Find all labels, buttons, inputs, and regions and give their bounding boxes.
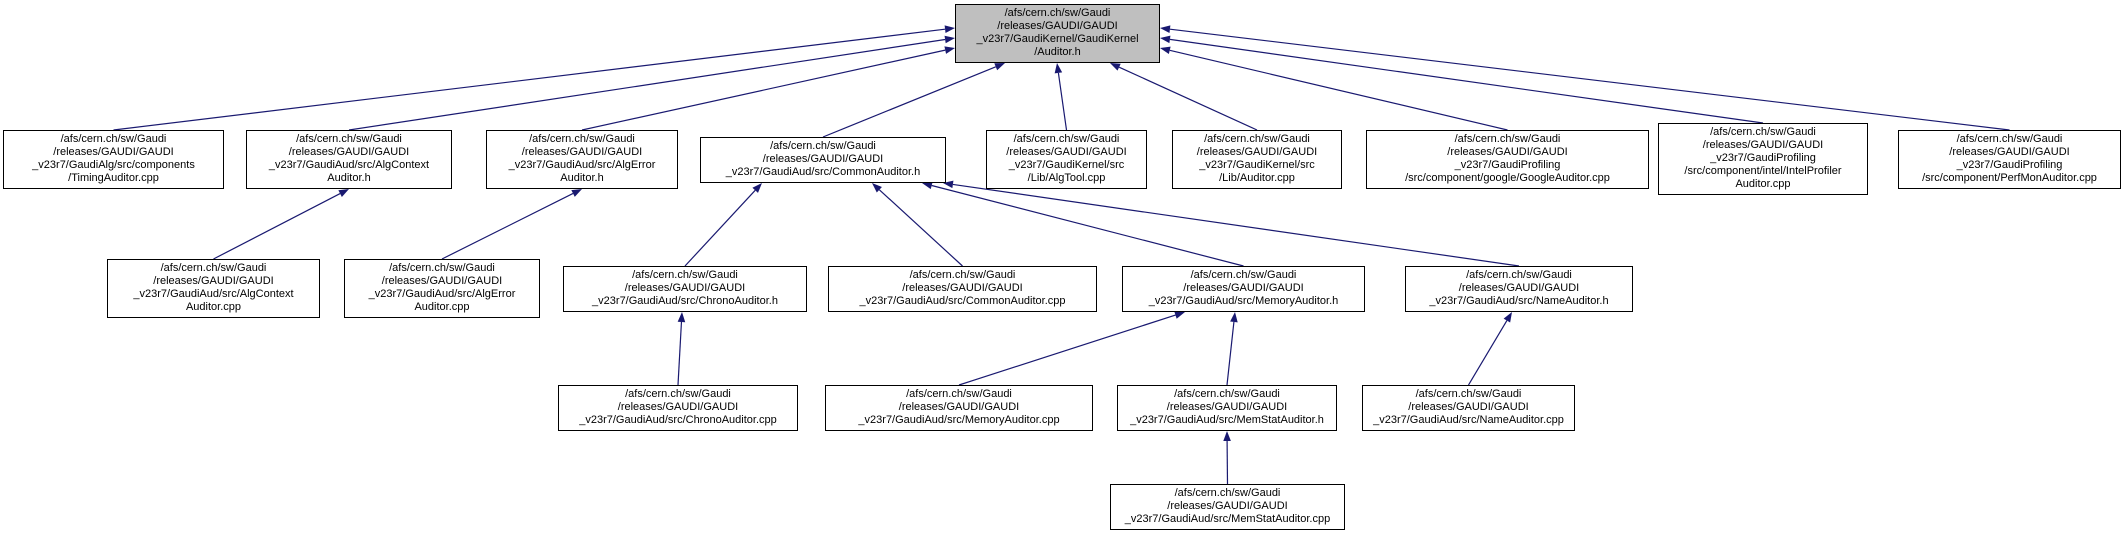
node-perfmon-auditor-cpp[interactable]: /afs/cern.ch/sw/Gaudi /releases/GAUDI/GA… [1898, 130, 2121, 189]
node-algtool-cpp[interactable]: /afs/cern.ch/sw/Gaudi /releases/GAUDI/GA… [986, 130, 1147, 189]
node-auditor-cpp[interactable]: /afs/cern.ch/sw/Gaudi /releases/GAUDI/GA… [1172, 130, 1342, 189]
node-algerror-auditor-h[interactable]: /afs/cern.ch/sw/Gaudi /releases/GAUDI/GA… [486, 130, 678, 189]
node-timing-auditor-cpp[interactable]: /afs/cern.ch/sw/Gaudi /releases/GAUDI/GA… [3, 130, 224, 189]
node-common-auditor-cpp[interactable]: /afs/cern.ch/sw/Gaudi /releases/GAUDI/GA… [828, 266, 1097, 312]
node-common-auditor-h[interactable]: /afs/cern.ch/sw/Gaudi /releases/GAUDI/GA… [700, 137, 946, 183]
node-chrono-auditor-cpp[interactable]: /afs/cern.ch/sw/Gaudi /releases/GAUDI/GA… [558, 385, 798, 431]
node-algerror-auditor-cpp[interactable]: /afs/cern.ch/sw/Gaudi /releases/GAUDI/GA… [344, 259, 540, 318]
node-memstat-auditor-h[interactable]: /afs/cern.ch/sw/Gaudi /releases/GAUDI/GA… [1117, 385, 1337, 431]
node-chrono-auditor-h[interactable]: /afs/cern.ch/sw/Gaudi /releases/GAUDI/GA… [563, 266, 807, 312]
node-auditor-h: /afs/cern.ch/sw/Gaudi /releases/GAUDI/GA… [955, 4, 1160, 63]
node-intel-profiler-auditor-cpp[interactable]: /afs/cern.ch/sw/Gaudi /releases/GAUDI/GA… [1658, 123, 1868, 195]
node-memstat-auditor-cpp[interactable]: /afs/cern.ch/sw/Gaudi /releases/GAUDI/GA… [1110, 484, 1345, 530]
node-name-auditor-cpp[interactable]: /afs/cern.ch/sw/Gaudi /releases/GAUDI/GA… [1362, 385, 1575, 431]
node-memory-auditor-h[interactable]: /afs/cern.ch/sw/Gaudi /releases/GAUDI/GA… [1122, 266, 1365, 312]
node-memory-auditor-cpp[interactable]: /afs/cern.ch/sw/Gaudi /releases/GAUDI/GA… [825, 385, 1093, 431]
node-algcontext-auditor-h[interactable]: /afs/cern.ch/sw/Gaudi /releases/GAUDI/GA… [246, 130, 452, 189]
node-name-auditor-h[interactable]: /afs/cern.ch/sw/Gaudi /releases/GAUDI/GA… [1405, 266, 1633, 312]
node-google-auditor-cpp[interactable]: /afs/cern.ch/sw/Gaudi /releases/GAUDI/GA… [1366, 130, 1649, 189]
node-algcontext-auditor-cpp[interactable]: /afs/cern.ch/sw/Gaudi /releases/GAUDI/GA… [107, 259, 320, 318]
